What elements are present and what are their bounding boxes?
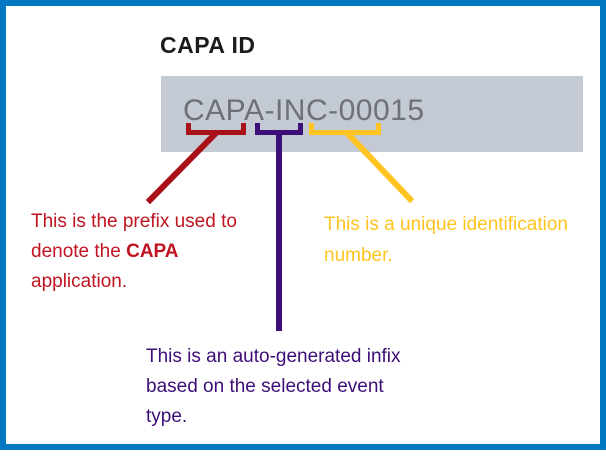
- page-title: CAPA ID: [160, 32, 256, 58]
- suffix-bracket: [309, 123, 381, 135]
- prefix-callout-text: This is the prefix used to denote the CA…: [31, 207, 261, 297]
- infix-text-line2: based on the selected event: [146, 376, 384, 397]
- prefix-text-line3: application.: [31, 271, 128, 292]
- infix-bracket: [255, 123, 303, 135]
- prefix-text-line2: denote the CAPA: [31, 241, 179, 262]
- suffix-callout-text: This is a unique identification number.: [324, 209, 604, 271]
- infix-text-line1: This is an auto-generated infix: [146, 346, 401, 367]
- infix-text-line3: type.: [146, 406, 188, 427]
- infix-callout-text: This is an auto-generated infix based on…: [146, 342, 456, 432]
- suffix-text-line1: This is a unique identification: [324, 214, 568, 235]
- suffix-text-line2: number.: [324, 245, 393, 266]
- prefix-text-line1: This is the prefix used to: [31, 211, 237, 232]
- prefix-bracket: [186, 123, 246, 135]
- capa-id-value: CAPA-INC-00015: [183, 94, 425, 127]
- prefix-bold-capa: CAPA: [126, 241, 179, 262]
